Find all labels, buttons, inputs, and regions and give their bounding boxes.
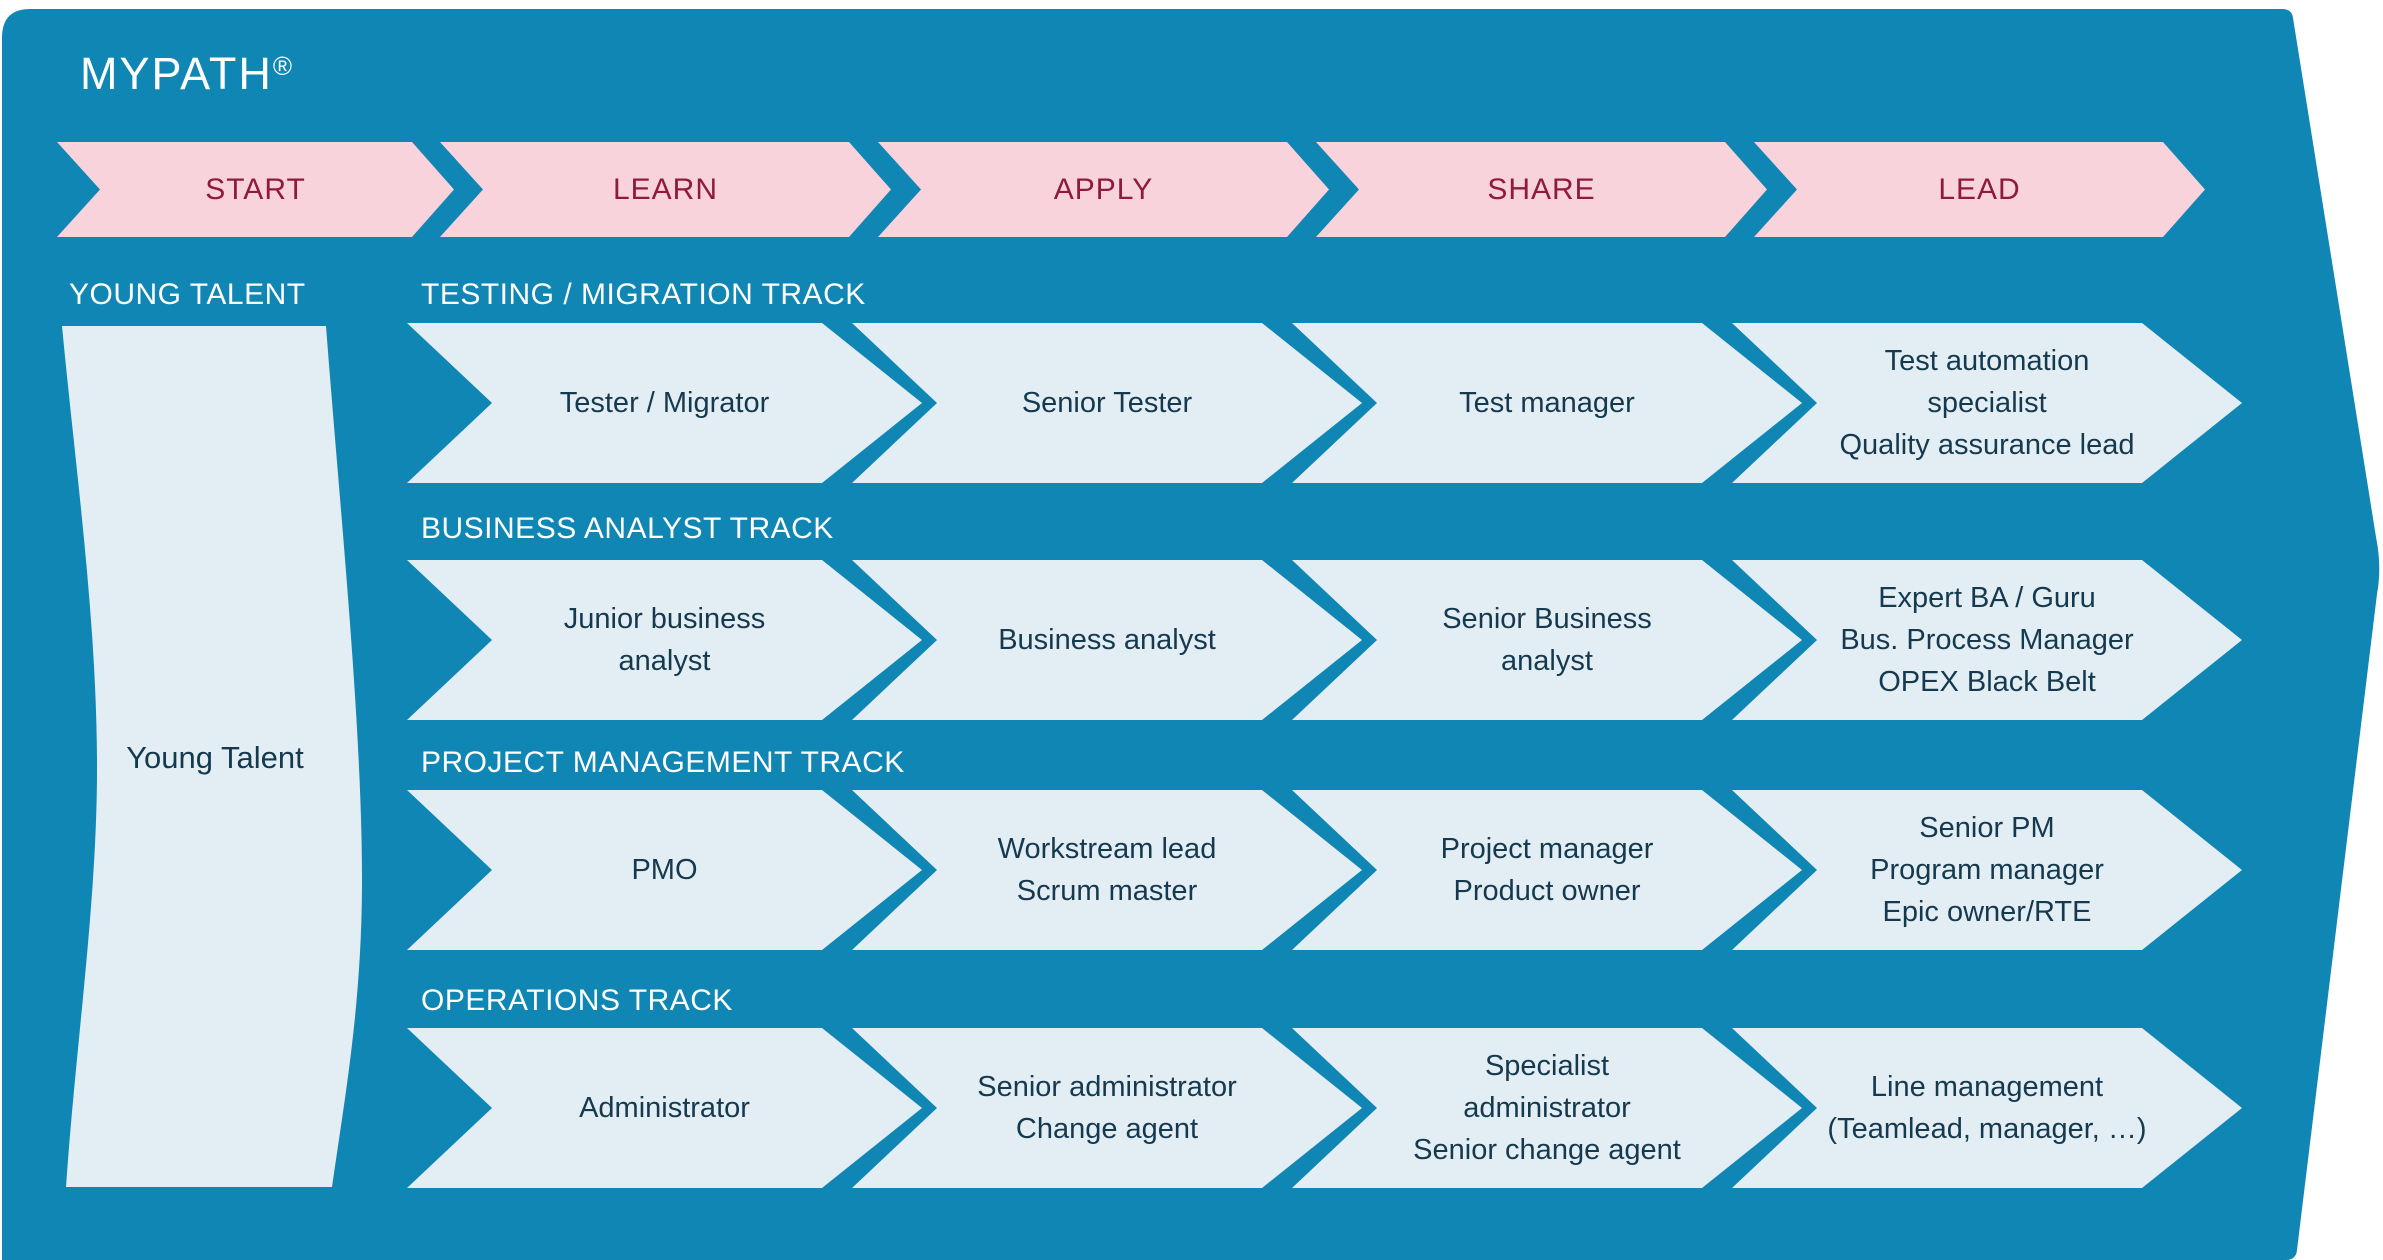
role-label-line: Program manager: [1870, 854, 2104, 886]
role-arrow-pm-3: Project manager Product owner: [1292, 790, 1802, 950]
role-label-line: Senior change agent: [1413, 1134, 1681, 1166]
role-label-line: Senior PM: [1919, 812, 2055, 844]
page-title: MYPATH®: [80, 48, 292, 100]
track-header-project-management: PROJECT MANAGEMENT TRACK: [421, 746, 905, 779]
role-label-line: OPEX Black Belt: [1878, 666, 2096, 698]
phase-arrow-learn: LEARN: [440, 142, 891, 237]
track-header-business-analyst: BUSINESS ANALYST TRACK: [421, 512, 834, 545]
role-label-line: Change agent: [1015, 1113, 1199, 1145]
role-label-line: Expert BA / Guru: [1878, 582, 2096, 614]
role-label-line: specialist: [1927, 387, 2047, 419]
role-label-line: Quality assurance lead: [1839, 429, 2135, 461]
phase-label: START: [205, 172, 306, 206]
role-arrow-ops-2: Senior administrator Change agent: [852, 1028, 1362, 1188]
role-label-line: Senior Tester: [1021, 387, 1193, 419]
track-header-operations: OPERATIONS TRACK: [421, 984, 733, 1017]
phase-arrow-lead: LEAD: [1754, 142, 2205, 237]
role-label-line: Senior Business: [1442, 603, 1652, 635]
role-label-line: Workstream lead: [997, 833, 1217, 865]
role-arrow-ba-2: Business analyst: [852, 560, 1362, 720]
phase-arrow-share: SHARE: [1316, 142, 1767, 237]
role-arrow-testing-4: Test automation specialist Quality assur…: [1732, 323, 2242, 483]
role-label-line: Business analyst: [998, 624, 1216, 656]
role-label-line: administrator: [1463, 1092, 1631, 1124]
role-label-line: Project manager: [1440, 833, 1654, 865]
role-label-line: analyst: [618, 645, 711, 677]
role-label-line: Product owner: [1453, 875, 1641, 907]
role-label-line: Line management: [1870, 1071, 2104, 1103]
role-label-line: PMO: [631, 854, 698, 886]
role-arrow-testing-2: Senior Tester: [852, 323, 1362, 483]
phase-arrow-start: START: [57, 142, 454, 237]
young-talent-label: Young Talent: [126, 740, 304, 775]
phase-label: LEARN: [612, 172, 719, 206]
role-arrow-ops-1: Administrator: [407, 1028, 922, 1188]
phase-label: SHARE: [1487, 172, 1596, 206]
role-label-line: analyst: [1501, 645, 1593, 677]
role-label-line: Test manager: [1459, 387, 1635, 419]
role-arrow-pm-1: PMO: [407, 790, 922, 950]
phase-arrow-apply: APPLY: [878, 142, 1329, 237]
role-arrow-pm-2: Workstream lead Scrum master: [852, 790, 1362, 950]
role-label-line: Epic owner/RTE: [1882, 896, 2092, 928]
registered-mark: ®: [272, 51, 293, 81]
phase-label: LEAD: [1938, 172, 2021, 206]
role-arrow-pm-4: Senior PM Program manager Epic owner/RTE: [1732, 790, 2242, 950]
role-label-line: (Teamlead, manager, …): [1827, 1113, 2147, 1145]
role-arrow-ba-1: Junior business analyst: [407, 560, 922, 720]
role-label-line: Scrum master: [1016, 875, 1198, 907]
young-talent-header: YOUNG TALENT: [69, 278, 306, 311]
role-label-line: Bus. Process Manager: [1840, 624, 2134, 656]
role-label-line: Tester / Migrator: [559, 387, 770, 419]
role-arrow-ops-4: Line management (Teamlead, manager, …): [1732, 1028, 2242, 1188]
role-arrow-testing-3: Test manager: [1292, 323, 1802, 483]
brand-text: MYPATH: [80, 48, 273, 99]
track-header-testing-migration: TESTING / MIGRATION TRACK: [421, 278, 866, 311]
role-arrow-testing-1: Tester / Migrator: [407, 323, 922, 483]
role-arrow-ops-3: Specialist administrator Senior change a…: [1292, 1028, 1802, 1188]
young-talent-ribbon: [62, 326, 362, 1187]
role-label-line: Senior administrator: [977, 1071, 1237, 1103]
role-label-line: Specialist: [1484, 1050, 1610, 1082]
phase-label: APPLY: [1053, 172, 1154, 206]
role-label-line: Junior business: [563, 603, 766, 635]
role-arrow-ba-3: Senior Business analyst: [1292, 560, 1802, 720]
role-label-line: Administrator: [579, 1092, 750, 1124]
role-label-line: Test automation: [1884, 345, 2090, 377]
role-arrow-ba-4: Expert BA / Guru Bus. Process Manager OP…: [1732, 560, 2242, 720]
